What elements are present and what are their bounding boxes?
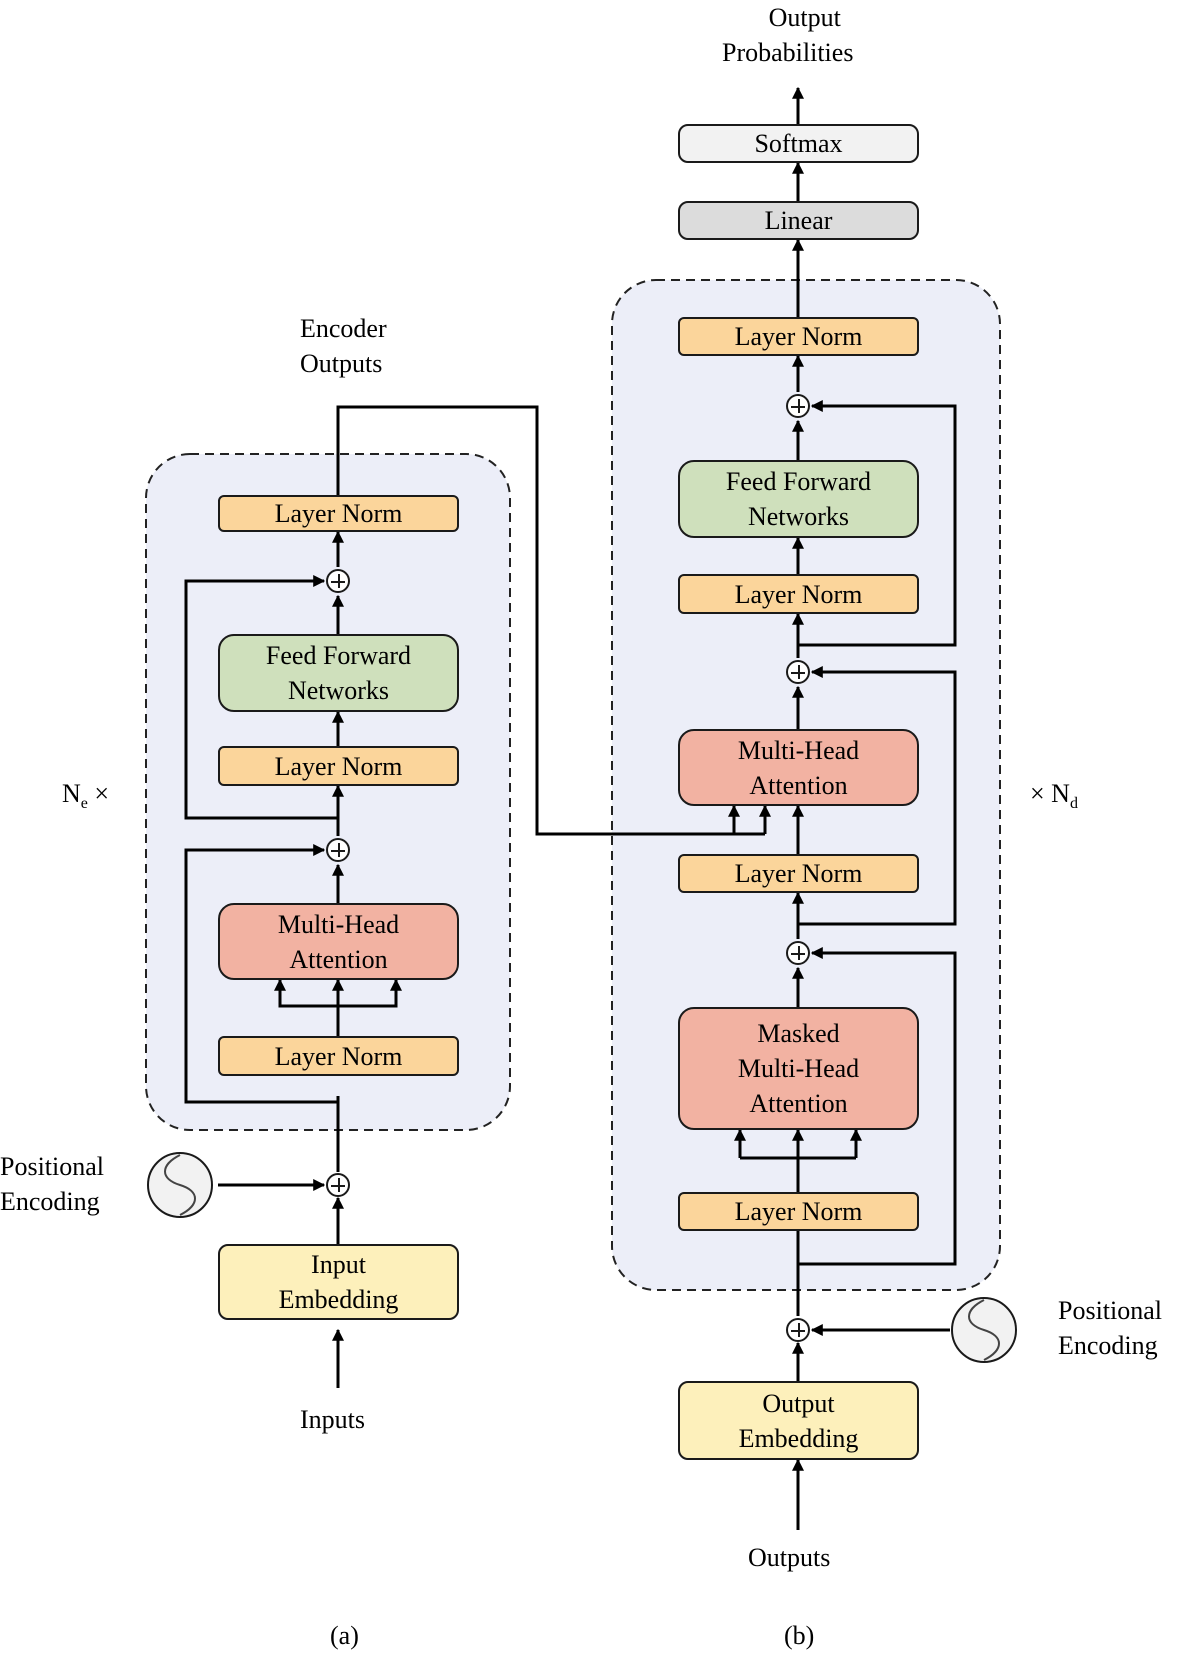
decoder-layer-norm-top: Layer Norm: [678, 317, 919, 356]
encoder-block: [145, 453, 511, 1131]
decoder-repeat-label: × Nd: [1030, 779, 1078, 813]
decoder-add-ffn: [786, 394, 810, 418]
decoder-positional-encoding-icon: [951, 1297, 1017, 1363]
encoder-add-positional: [326, 1173, 350, 1197]
softmax-box: Softmax: [678, 124, 919, 163]
encoder-add-attention: [326, 838, 350, 862]
caption-b: (b): [784, 1621, 815, 1650]
decoder-add-cross-attention: [786, 660, 810, 684]
encoder-layer-norm-mid: Layer Norm: [218, 746, 459, 786]
decoder-add-masked-attention: [786, 941, 810, 965]
encoder-layer-norm-top: Layer Norm: [218, 495, 459, 532]
decoder-layer-norm-mha: Layer Norm: [678, 854, 919, 893]
encoder-layer-norm-bottom: Layer Norm: [218, 1036, 459, 1076]
inputs-label: Inputs: [300, 1405, 365, 1434]
encoder-positional-encoding-icon: [147, 1152, 213, 1218]
decoder-layer-norm-ffn: Layer Norm: [678, 574, 919, 614]
encoder-repeat-label: Ne ×: [62, 779, 110, 813]
encoder-add-ffn: [326, 569, 350, 593]
decoder-layer-norm-bottom: Layer Norm: [678, 1192, 919, 1231]
linear-box: Linear: [678, 201, 919, 240]
caption-a: (a): [330, 1621, 359, 1650]
outputs-label: Outputs: [748, 1543, 831, 1572]
decoder-add-positional: [786, 1318, 810, 1342]
